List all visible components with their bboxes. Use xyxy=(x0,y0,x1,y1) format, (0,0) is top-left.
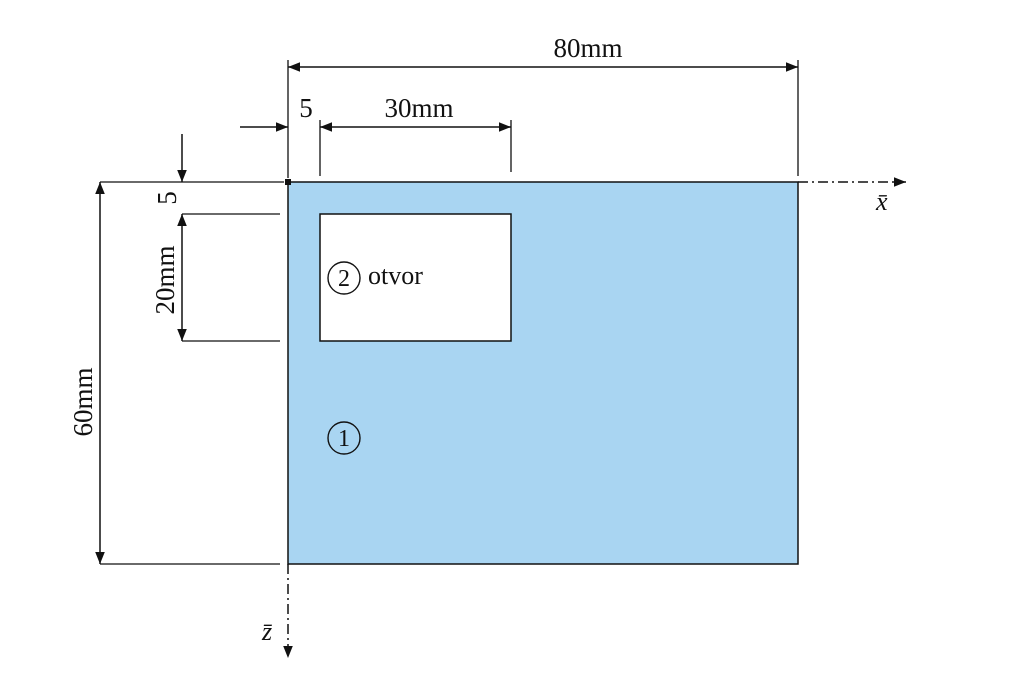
offset-x-label: 5 xyxy=(299,93,313,123)
total-width-label: 80mm xyxy=(553,33,622,63)
hole-number: 2 xyxy=(338,266,350,292)
hole-label: otvor xyxy=(368,261,423,290)
hole-number-circle xyxy=(327,261,361,295)
origin-marker xyxy=(285,179,291,185)
offset-z-label: 5 xyxy=(152,191,182,205)
hole-width-label: 30mm xyxy=(384,93,453,123)
plate-number: 1 xyxy=(338,426,350,452)
total-height-label: 60mm xyxy=(68,367,98,436)
plate-number-circle xyxy=(327,421,361,455)
x-axis-label: x̄ xyxy=(875,187,888,216)
z-axis-label: z̄ xyxy=(261,617,273,646)
hole-height-label: 20mm xyxy=(150,245,180,314)
hole-rectangle xyxy=(319,213,512,342)
